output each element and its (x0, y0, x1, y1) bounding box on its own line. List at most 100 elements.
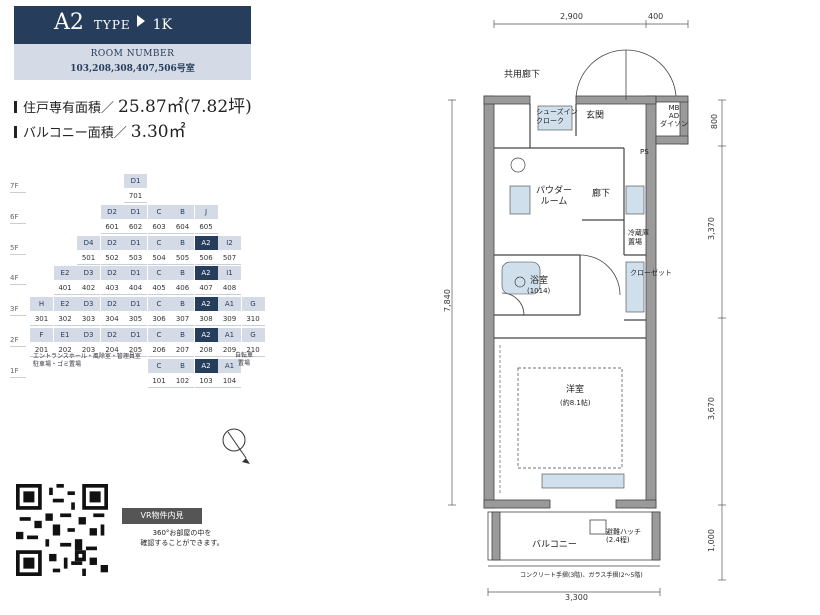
floor-divider (10, 192, 26, 193)
unit-type-cell: A2 (194, 266, 218, 281)
floor-label: 2F (10, 336, 19, 344)
compass-icon (222, 428, 250, 464)
unit-number-cell: 203 (77, 343, 100, 357)
powder-room-label: パウダー ルーム (536, 186, 573, 207)
balcony-label: バルコニー (532, 540, 577, 550)
unit-number-cell: 401 (53, 281, 77, 296)
unit-number-cell: 506 (194, 250, 218, 265)
unit-type-cell: A2 (194, 235, 218, 250)
unit-number-cell: 603 (147, 219, 171, 234)
unit-number-cell: 501 (77, 250, 100, 265)
unit-type-cell: D3 (77, 297, 100, 312)
unit-type-cell: I2 (218, 235, 241, 250)
unit-number-cell: 202 (53, 343, 77, 357)
unit-type-cell: D3 (77, 266, 100, 281)
unit-number-cell: 101 (147, 373, 171, 388)
ground-note: エントランスホール・風除室・管理員室 駐車場・ゴミ置場 (33, 353, 141, 368)
unit-number-cell: 201 (30, 343, 53, 357)
unit-number-cell: 403 (100, 281, 124, 296)
room-number-list: 103,208,308,407,506号室 (70, 64, 195, 74)
unit-number-cell: 102 (171, 373, 194, 388)
corridor-label: 共用廊下 (504, 70, 541, 80)
unit-number-cell: 602 (124, 219, 147, 234)
unit-number-cell: 307 (171, 312, 194, 327)
dim-top-a: 2,900 (560, 12, 583, 21)
unit-number-cell: 407 (194, 281, 218, 296)
vr-badge[interactable]: VR物件内見 (122, 508, 202, 524)
unit-type-cell: D1 (124, 328, 147, 342)
private-area-value: 25.87㎡(7.82坪) (118, 97, 252, 117)
unit-type-cell: C (147, 204, 171, 219)
vr-description: 360°お部屋の中を 確認することができます。 (140, 529, 224, 547)
unit-type-cell: C (147, 297, 171, 312)
unit-type-cell: A2 (194, 328, 218, 342)
unit-number-cell: 503 (124, 250, 147, 265)
type-code: A2 (54, 10, 84, 35)
unit-type-cell: C (147, 266, 171, 281)
floor-divider (10, 284, 26, 286)
layout-label: 1K (152, 17, 173, 33)
dim-right-d: 1,000 (706, 529, 716, 552)
ps-label: PS (640, 148, 649, 156)
bath-size: (1014) (527, 287, 551, 295)
triangle-icon (136, 15, 145, 27)
entry-label: 玄関 (586, 111, 605, 121)
floor-label: 5F (10, 243, 19, 252)
private-area: 住戸専有面積／25.87㎡(7.82坪) (14, 92, 252, 117)
dim-right-a: 800 (710, 113, 720, 130)
railing-label: コンクリート手摺(3階)、ガラス手摺(2〜5階) (520, 572, 643, 579)
unit-number-cell: 404 (124, 281, 147, 296)
floor-plan (448, 20, 726, 596)
unit-type-cell: D2 (100, 328, 124, 342)
unit-type-cell: A1 (218, 297, 241, 312)
unit-number-cell: 104 (218, 373, 241, 388)
unit-number-cell: 505 (171, 250, 194, 265)
unit-type-cell: B (171, 328, 194, 342)
unit-type-cell: D1 (124, 204, 147, 219)
unit-number-cell: 303 (77, 312, 100, 327)
floor-label: 7F (10, 182, 19, 190)
unit-type-cell: B (171, 358, 194, 373)
floor-label: 3F (10, 305, 19, 314)
unit-number-cell: 204 (100, 343, 124, 357)
floor-divider (10, 315, 26, 317)
unit-number-cell: 604 (171, 219, 194, 234)
floor-divider (10, 346, 26, 347)
unit-number-cell: 301 (30, 312, 53, 327)
hatch-label: 避難ハッチ (2.4程) (606, 528, 641, 544)
unit-number-cell: 304 (100, 312, 124, 327)
unit-type-cell: E2 (53, 297, 77, 312)
unit-number-cell: 306 (147, 312, 171, 327)
qr-code[interactable] (16, 484, 108, 576)
floor-divider (10, 253, 26, 255)
unit-type-cell: D2 (100, 204, 124, 219)
unit-type-cell: C (147, 358, 171, 373)
bike-note: 自転車 置場 (234, 352, 253, 367)
unit-type-cell: H (30, 297, 53, 312)
unit-type-cell: B (171, 266, 194, 281)
floor-label: 4F (10, 274, 19, 283)
dim-bottom: 3,300 (565, 593, 588, 602)
unit-number-cell: 305 (124, 312, 147, 327)
unit-type-cell: I1 (218, 266, 241, 281)
unit-number-cell: 601 (100, 219, 124, 234)
unit-type-cell: D1 (124, 297, 147, 312)
floor-divider (10, 222, 26, 224)
private-area-label: 住戸専有面積／ (23, 101, 115, 116)
unit-type-cell: D2 (100, 266, 124, 281)
unit-type-cell: D2 (100, 235, 124, 250)
dim-top-b: 400 (648, 12, 664, 21)
balcony-area-value: 3.30㎡ (130, 122, 186, 142)
unit-number-cell: 406 (171, 281, 194, 296)
unit-type-cell: D2 (100, 297, 124, 312)
floor-divider (10, 376, 26, 378)
unit-number-cell: 408 (218, 281, 241, 296)
unit-type-cell: A1 (218, 358, 241, 373)
unit-type-cell: D1 (124, 235, 147, 250)
closet-label: クローゼット (630, 269, 672, 277)
western-room-label: 洋室 (566, 385, 585, 395)
room-number-label: ROOM NUMBER (90, 49, 175, 59)
